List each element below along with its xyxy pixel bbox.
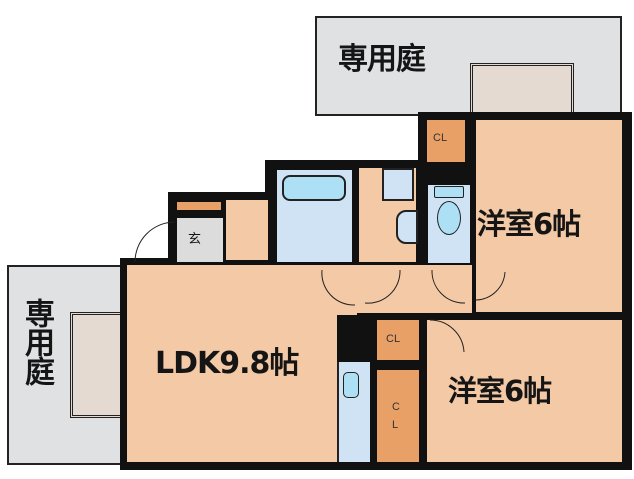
toilet-bowl <box>437 201 461 235</box>
entrance-hall <box>226 200 268 260</box>
garden-top-label: 専用庭 <box>338 42 426 77</box>
closet-2 <box>377 320 419 360</box>
closet-3-label: C L <box>392 401 400 431</box>
ldk-room-ext <box>127 265 357 315</box>
garden-left-label: 専用庭 <box>19 298 54 385</box>
entrance-floor <box>177 218 223 262</box>
hallway <box>357 265 472 313</box>
closet-3 <box>377 370 419 462</box>
western-room-1-label: 洋室6帖 <box>477 207 581 241</box>
entrance-label: 玄 <box>188 232 201 247</box>
shoe-cabinet <box>177 202 221 210</box>
closet-1-label: CL <box>433 132 448 144</box>
western-room-1 <box>476 120 622 312</box>
closet-2-label: CL <box>386 333 401 345</box>
balcony-window-left <box>70 312 125 418</box>
washing-machine <box>382 168 414 201</box>
toilet-tank <box>434 186 464 198</box>
kitchen-sink <box>343 372 359 398</box>
western-room-2 <box>427 320 622 462</box>
wash-basin <box>396 210 418 244</box>
western-room-2-label: 洋室6帖 <box>448 374 552 408</box>
ldk-label: LDK9.8帖 <box>155 346 299 381</box>
closet-1 <box>427 120 465 162</box>
bathtub <box>282 175 346 201</box>
